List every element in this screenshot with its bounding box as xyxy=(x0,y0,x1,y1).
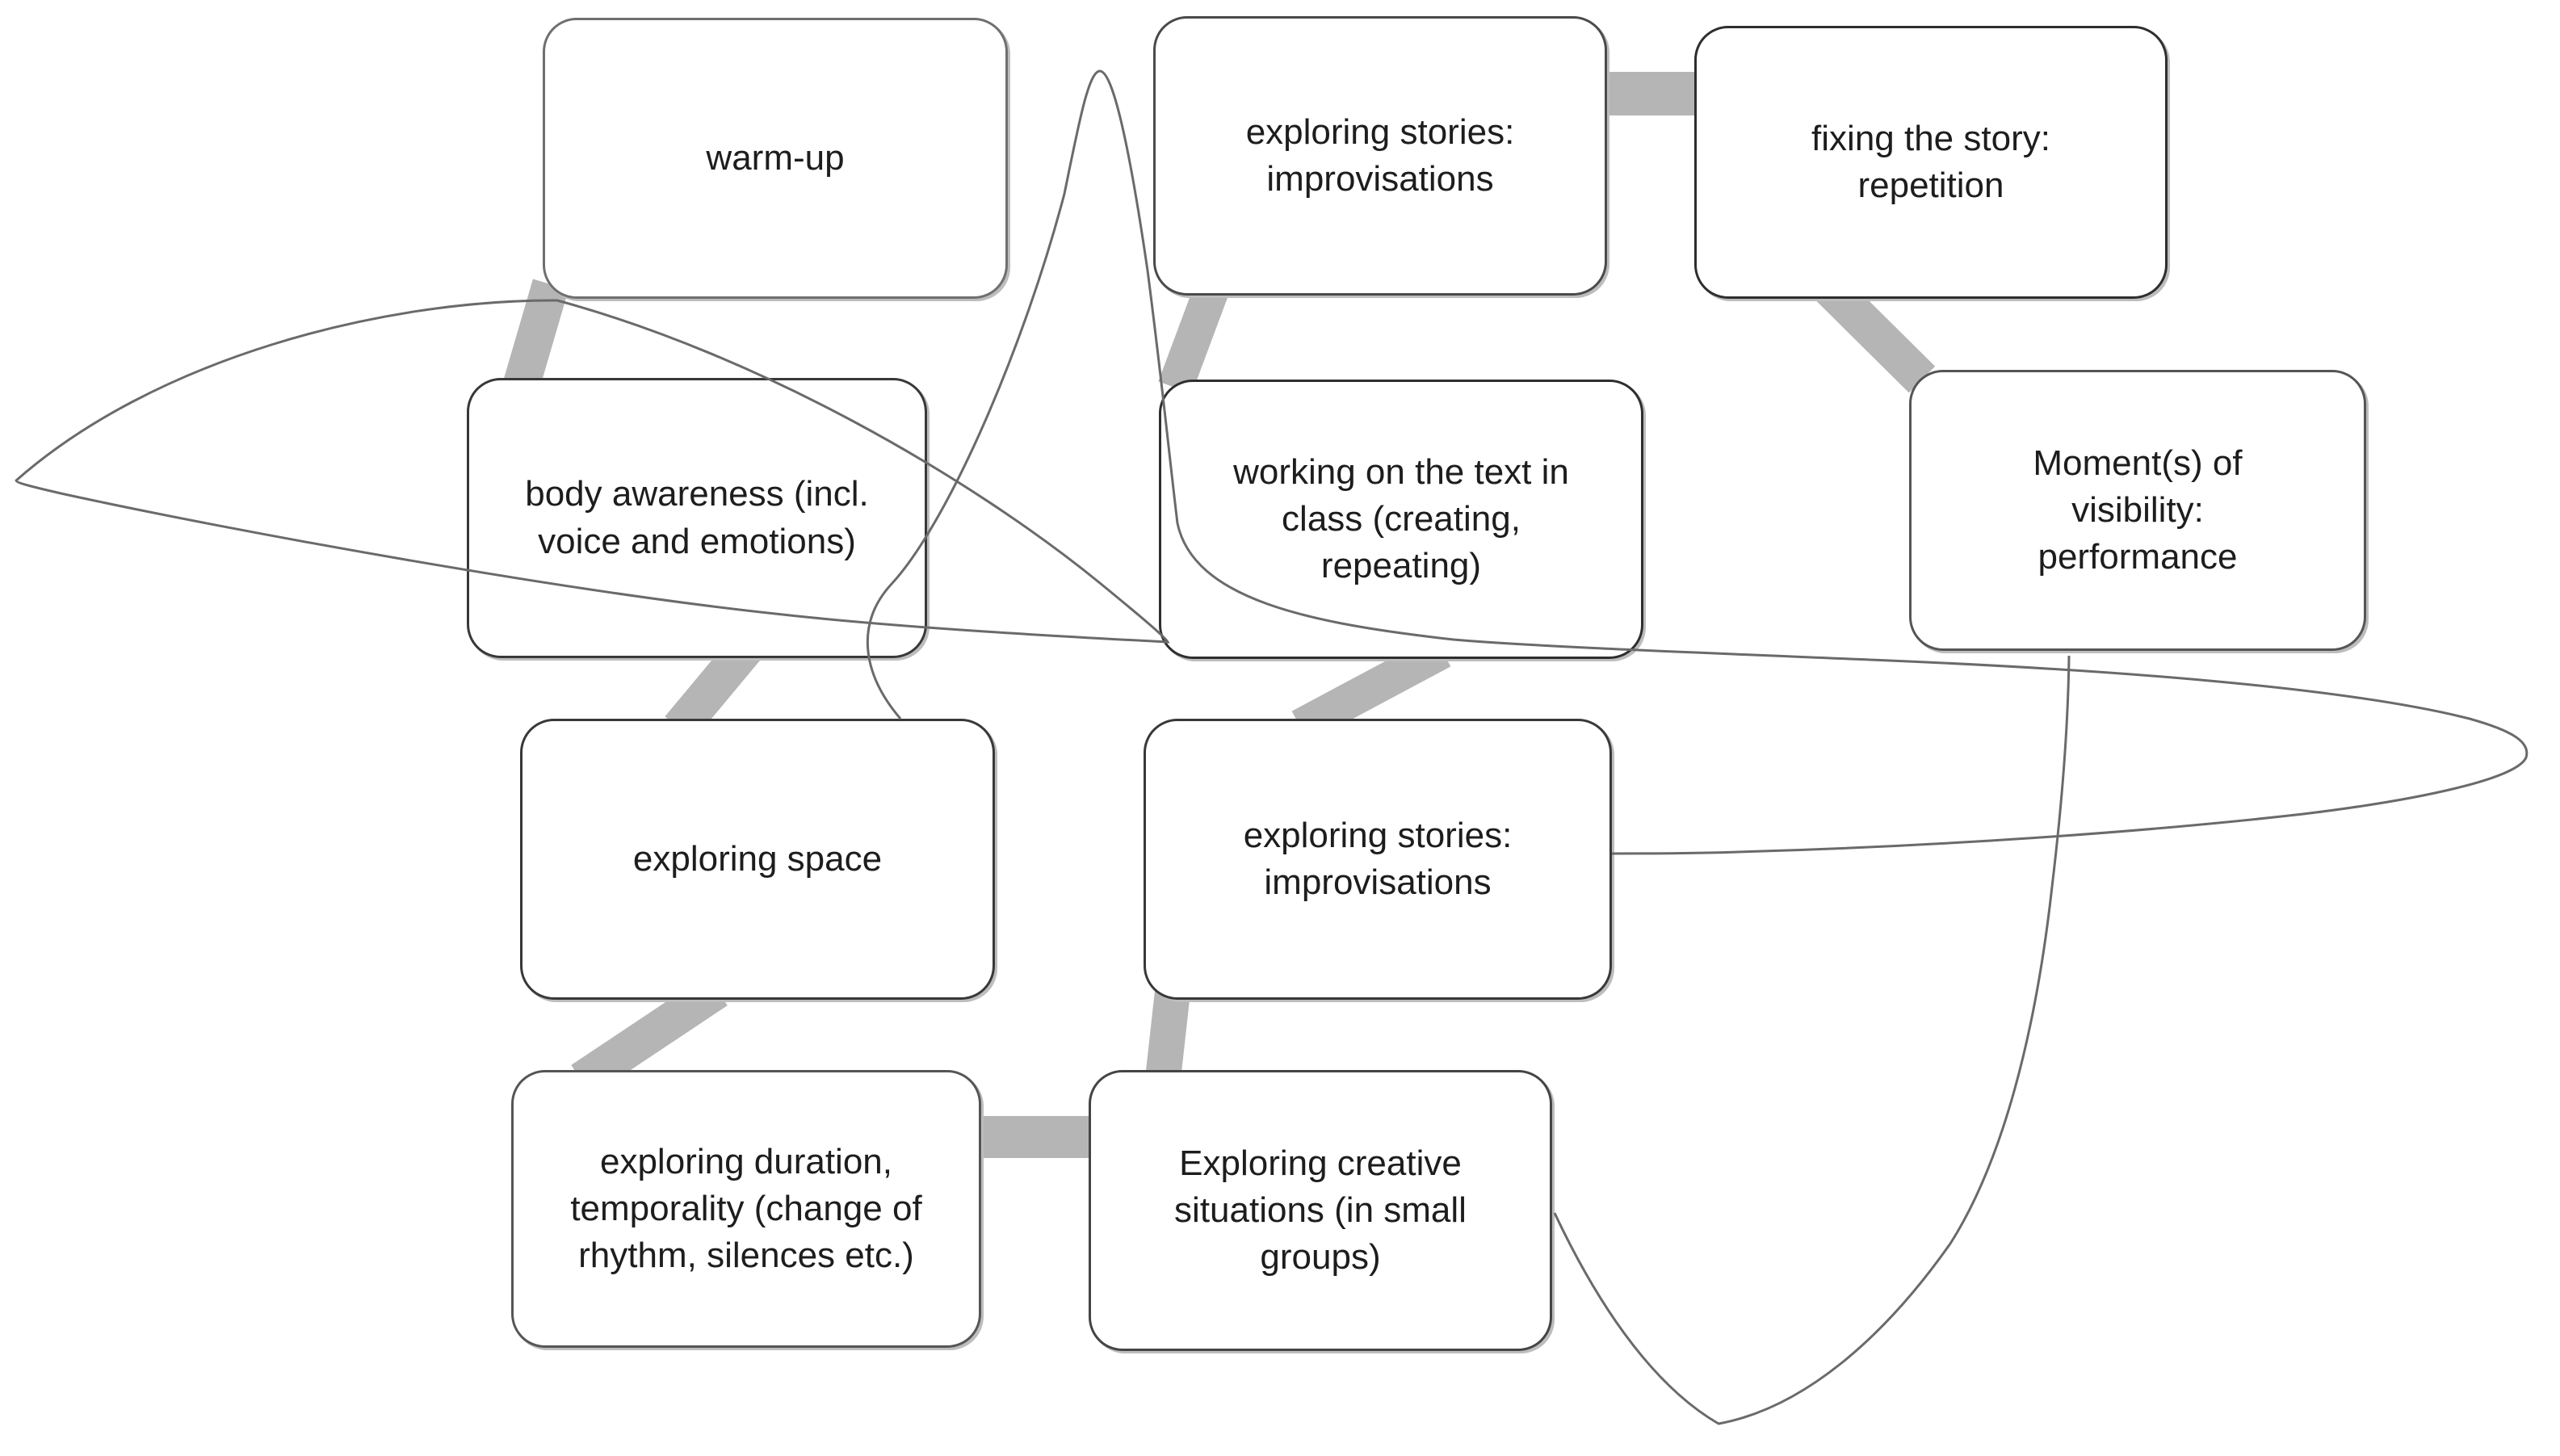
connector-stories-creative xyxy=(1145,989,1190,1081)
node-label: Moment(s) of visibility: performance xyxy=(2033,443,2243,577)
connector-body-space xyxy=(665,634,762,741)
node-exploring-duration: exploring duration, temporality (change … xyxy=(511,1070,981,1348)
node-label: exploring stories: improvisations xyxy=(1245,111,1515,199)
node-fixing-the-story: fixing the story: repetition xyxy=(1694,26,2168,299)
node-moments-of-visibility: Moment(s) of visibility: performance xyxy=(1909,370,2366,651)
node-label: working on the text in class (creating, … xyxy=(1233,451,1569,586)
node-label: fixing the story: repetition xyxy=(1811,118,2050,205)
connector-working-storieslower xyxy=(1291,635,1451,743)
node-exploring-space: exploring space xyxy=(520,719,995,1000)
node-exploring-stories-lower: exploring stories: improvisations xyxy=(1144,719,1612,1000)
node-label: Exploring creative situations (in small … xyxy=(1174,1143,1467,1278)
connector-storiestop-working xyxy=(1158,279,1230,394)
node-working-on-the-text: working on the text in class (creating, … xyxy=(1159,380,1643,659)
node-warm-up: warm-up xyxy=(543,18,1008,299)
connector-space-duration xyxy=(571,974,728,1097)
node-body-awareness: body awareness (incl. voice and emotions… xyxy=(467,378,927,658)
node-label: exploring stories: improvisations xyxy=(1243,815,1513,902)
node-exploring-creative: Exploring creative situations (in small … xyxy=(1089,1070,1552,1351)
node-label: exploring space xyxy=(632,838,883,879)
curve-feedback-swoop xyxy=(1553,655,2071,1425)
connector-warmup-body xyxy=(502,279,569,395)
node-label: body awareness (incl. voice and emotions… xyxy=(525,474,869,561)
node-label: warm-up xyxy=(706,137,845,178)
node-exploring-stories-top: exploring stories: improvisations xyxy=(1153,16,1607,296)
node-label: exploring duration, temporality (change … xyxy=(570,1141,922,1276)
connector-fixing-moment xyxy=(1815,274,1936,393)
